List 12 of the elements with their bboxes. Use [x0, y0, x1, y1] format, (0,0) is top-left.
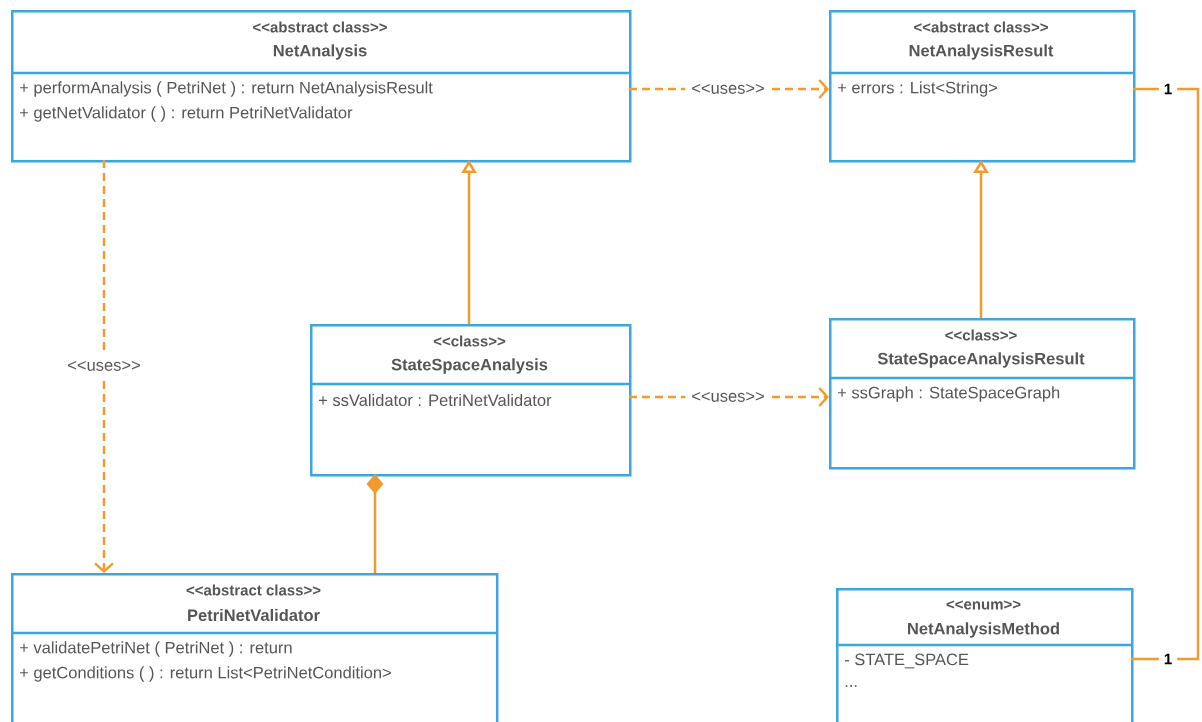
class-box: <<abstract class>> PetriNetValidator + validatePetriNet ( PetriNet ) : return + getConditions ( ) : return List<PetriNetCondition>: [11, 573, 499, 722]
class-box: <<class>> StateSpaceAnalysis + ssValidator : PetriNetValidator: [310, 324, 632, 477]
class-box: <<enum>> NetAnalysisMethod - STATE_SPACE ...: [836, 588, 1134, 722]
class-box: <<abstract class>> NetAnalysis + performAnalysis ( PetriNet ) : return NetAnalysisResult + getNetValidator ( ) : return PetriNetValidator: [11, 10, 632, 163]
dependency-arrow: [94, 160, 114, 573]
class-box: <<class>> StateSpaceAnalysisResult + ssGraph : StateSpaceGraph: [829, 318, 1136, 470]
class-box: <<abstract class>> NetAnalysisResult + errors : List<String>: [829, 10, 1136, 163]
association-line: [1131, 87, 1200, 661]
composition-line: [366, 474, 384, 573]
edge-label: <<uses>>: [685, 78, 771, 100]
edge-label: <<uses>>: [685, 386, 771, 408]
edge-label: <<uses>>: [61, 355, 147, 377]
